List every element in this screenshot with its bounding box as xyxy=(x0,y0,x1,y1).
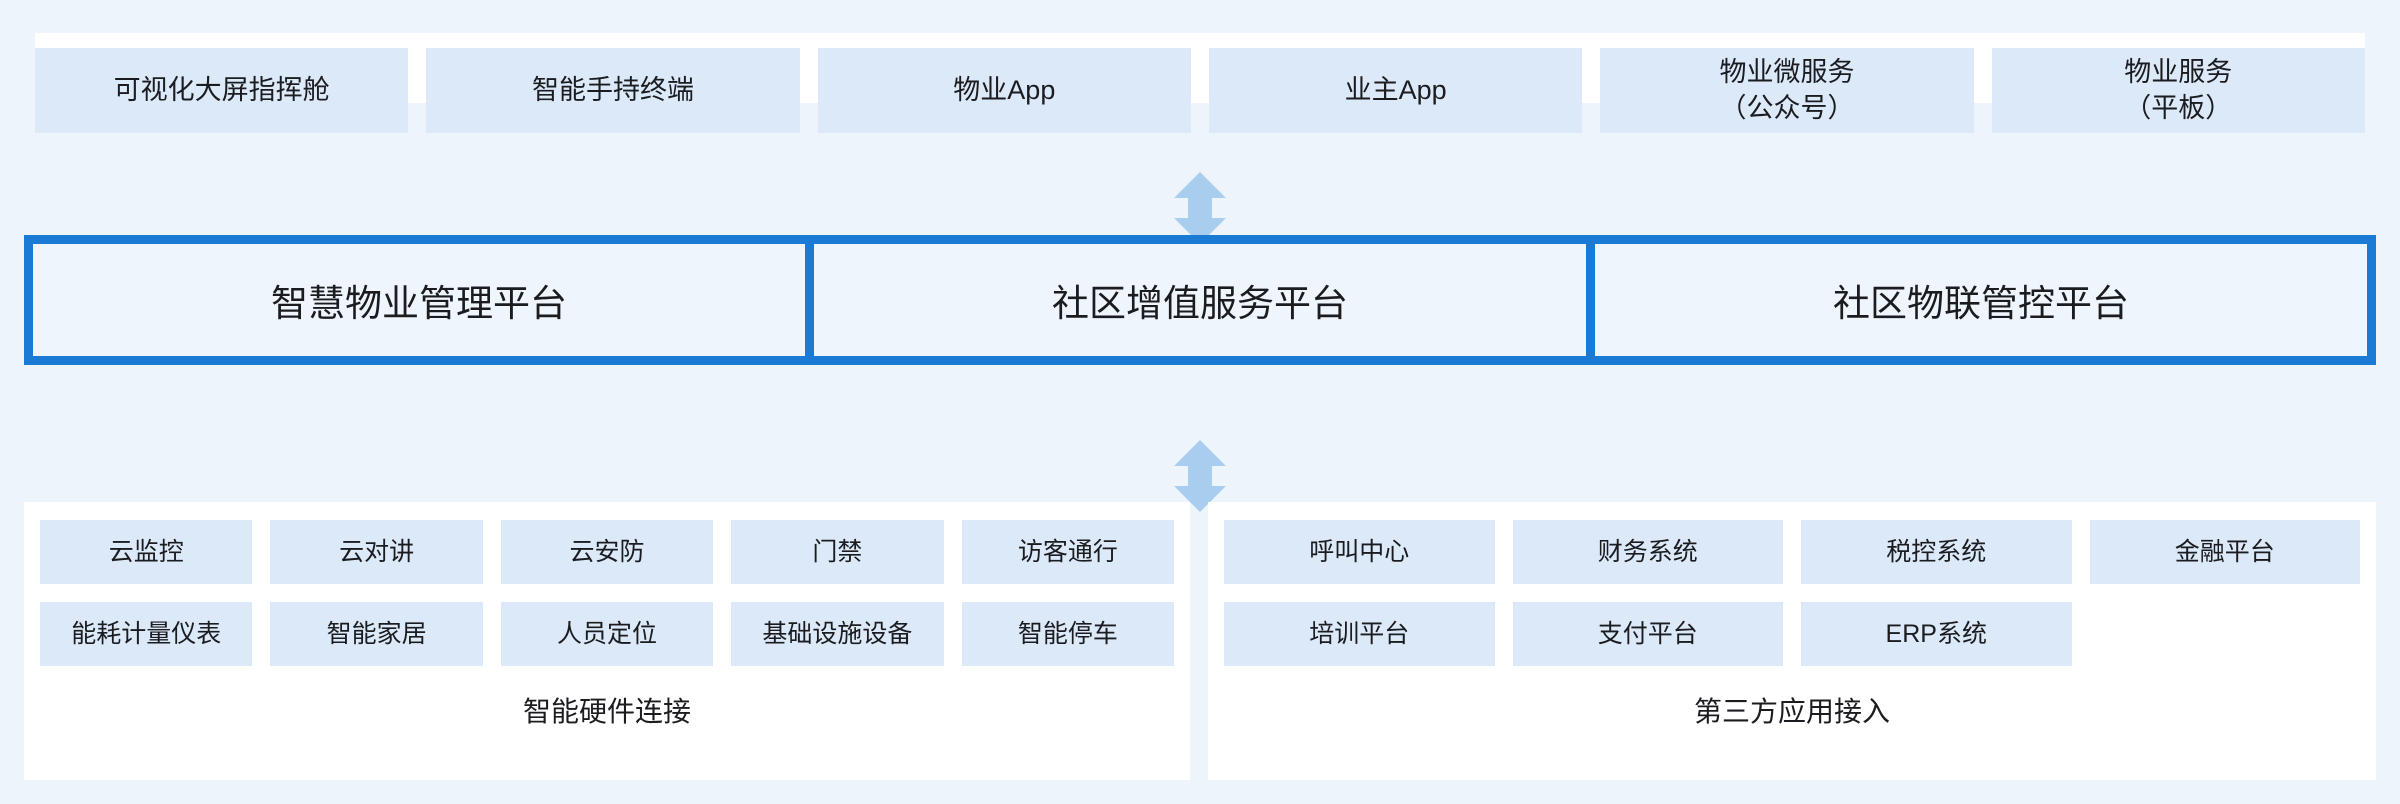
top-layer-panel xyxy=(35,33,2365,103)
tp-tile-call-center[interactable]: 呼叫中心 xyxy=(1224,520,1495,584)
platform-cell-community-value-added-service[interactable]: 社区增值服务平台 xyxy=(814,244,1586,356)
top-tile-property-micro-service[interactable]: 物业微服务 （公众号） xyxy=(1600,48,1974,133)
third-party-tile-grid: 呼叫中心 财务系统 税控系统 金融平台 培训平台 支付平台 ERP系统 xyxy=(1224,520,2360,666)
top-tile-property-app[interactable]: 物业App xyxy=(817,48,1191,133)
hw-tile-smart-parking[interactable]: 智能停车 xyxy=(961,602,1175,666)
hw-tile-infrastructure-equipment[interactable]: 基础设施设备 xyxy=(731,602,944,666)
hw-tile-visitor-access[interactable]: 访客通行 xyxy=(961,520,1175,584)
double-arrow-vertical-icon xyxy=(1170,172,1230,244)
top-tile-smart-handheld-terminal[interactable]: 智能手持终端 xyxy=(426,48,800,133)
hw-tile-personnel-positioning[interactable]: 人员定位 xyxy=(500,602,714,666)
platform-cell-smart-property-management[interactable]: 智慧物业管理平台 xyxy=(33,244,805,356)
smart-hardware-section-label: 智能硬件连接 xyxy=(522,696,691,727)
top-tile-visual-command-cabin[interactable]: 可视化大屏指挥舱 xyxy=(35,48,409,133)
third-party-section-label: 第三方应用接入 xyxy=(1693,696,1890,727)
double-arrow-vertical-icon xyxy=(1170,440,1230,512)
tp-tile-erp-system[interactable]: ERP系统 xyxy=(1801,602,2072,666)
hw-tile-smart-home[interactable]: 智能家居 xyxy=(270,602,483,666)
smart-hardware-row-2: 能耗计量仪表 智能家居 人员定位 基础设施设备 智能停车 xyxy=(40,602,1175,666)
tp-tile-empty-slot xyxy=(2090,602,2361,666)
tp-tile-payment-platform[interactable]: 支付平台 xyxy=(1512,602,1783,666)
tp-tile-training-platform[interactable]: 培训平台 xyxy=(1224,602,1495,666)
hw-tile-energy-metering[interactable]: 能耗计量仪表 xyxy=(40,602,253,666)
hw-tile-cloud-intercom[interactable]: 云对讲 xyxy=(270,520,483,584)
top-tile-property-service-tablet[interactable]: 物业服务 （平板） xyxy=(1991,48,2365,133)
platform-cell-community-iot-control[interactable]: 社区物联管控平台 xyxy=(1595,244,2367,356)
top-tile-owner-app[interactable]: 业主App xyxy=(1208,48,1583,133)
tp-tile-finance-system[interactable]: 财务系统 xyxy=(1512,520,1783,584)
third-party-row-2: 培训平台 支付平台 ERP系统 xyxy=(1224,602,2360,666)
smart-hardware-tile-grid: 云监控 云对讲 云安防 门禁 访客通行 能耗计量仪表 智能家居 人员定位 基础设… xyxy=(40,520,1175,666)
hw-tile-access-control[interactable]: 门禁 xyxy=(731,520,944,584)
hw-tile-cloud-monitoring[interactable]: 云监控 xyxy=(40,520,253,584)
tp-tile-tax-control-system[interactable]: 税控系统 xyxy=(1801,520,2072,584)
platform-layer-band: 智慧物业管理平台 社区增值服务平台 社区物联管控平台 xyxy=(24,235,2376,365)
tp-tile-financial-platform[interactable]: 金融平台 xyxy=(2089,520,2360,584)
smart-hardware-row-1: 云监控 云对讲 云安防 门禁 访客通行 xyxy=(40,520,1175,584)
third-party-row-1: 呼叫中心 财务系统 税控系统 金融平台 xyxy=(1224,520,2360,584)
top-layer-tile-row: 可视化大屏指挥舱 智能手持终端 物业App 业主App 物业微服务 （公众号） … xyxy=(35,48,2365,133)
hw-tile-cloud-security[interactable]: 云安防 xyxy=(500,520,714,584)
